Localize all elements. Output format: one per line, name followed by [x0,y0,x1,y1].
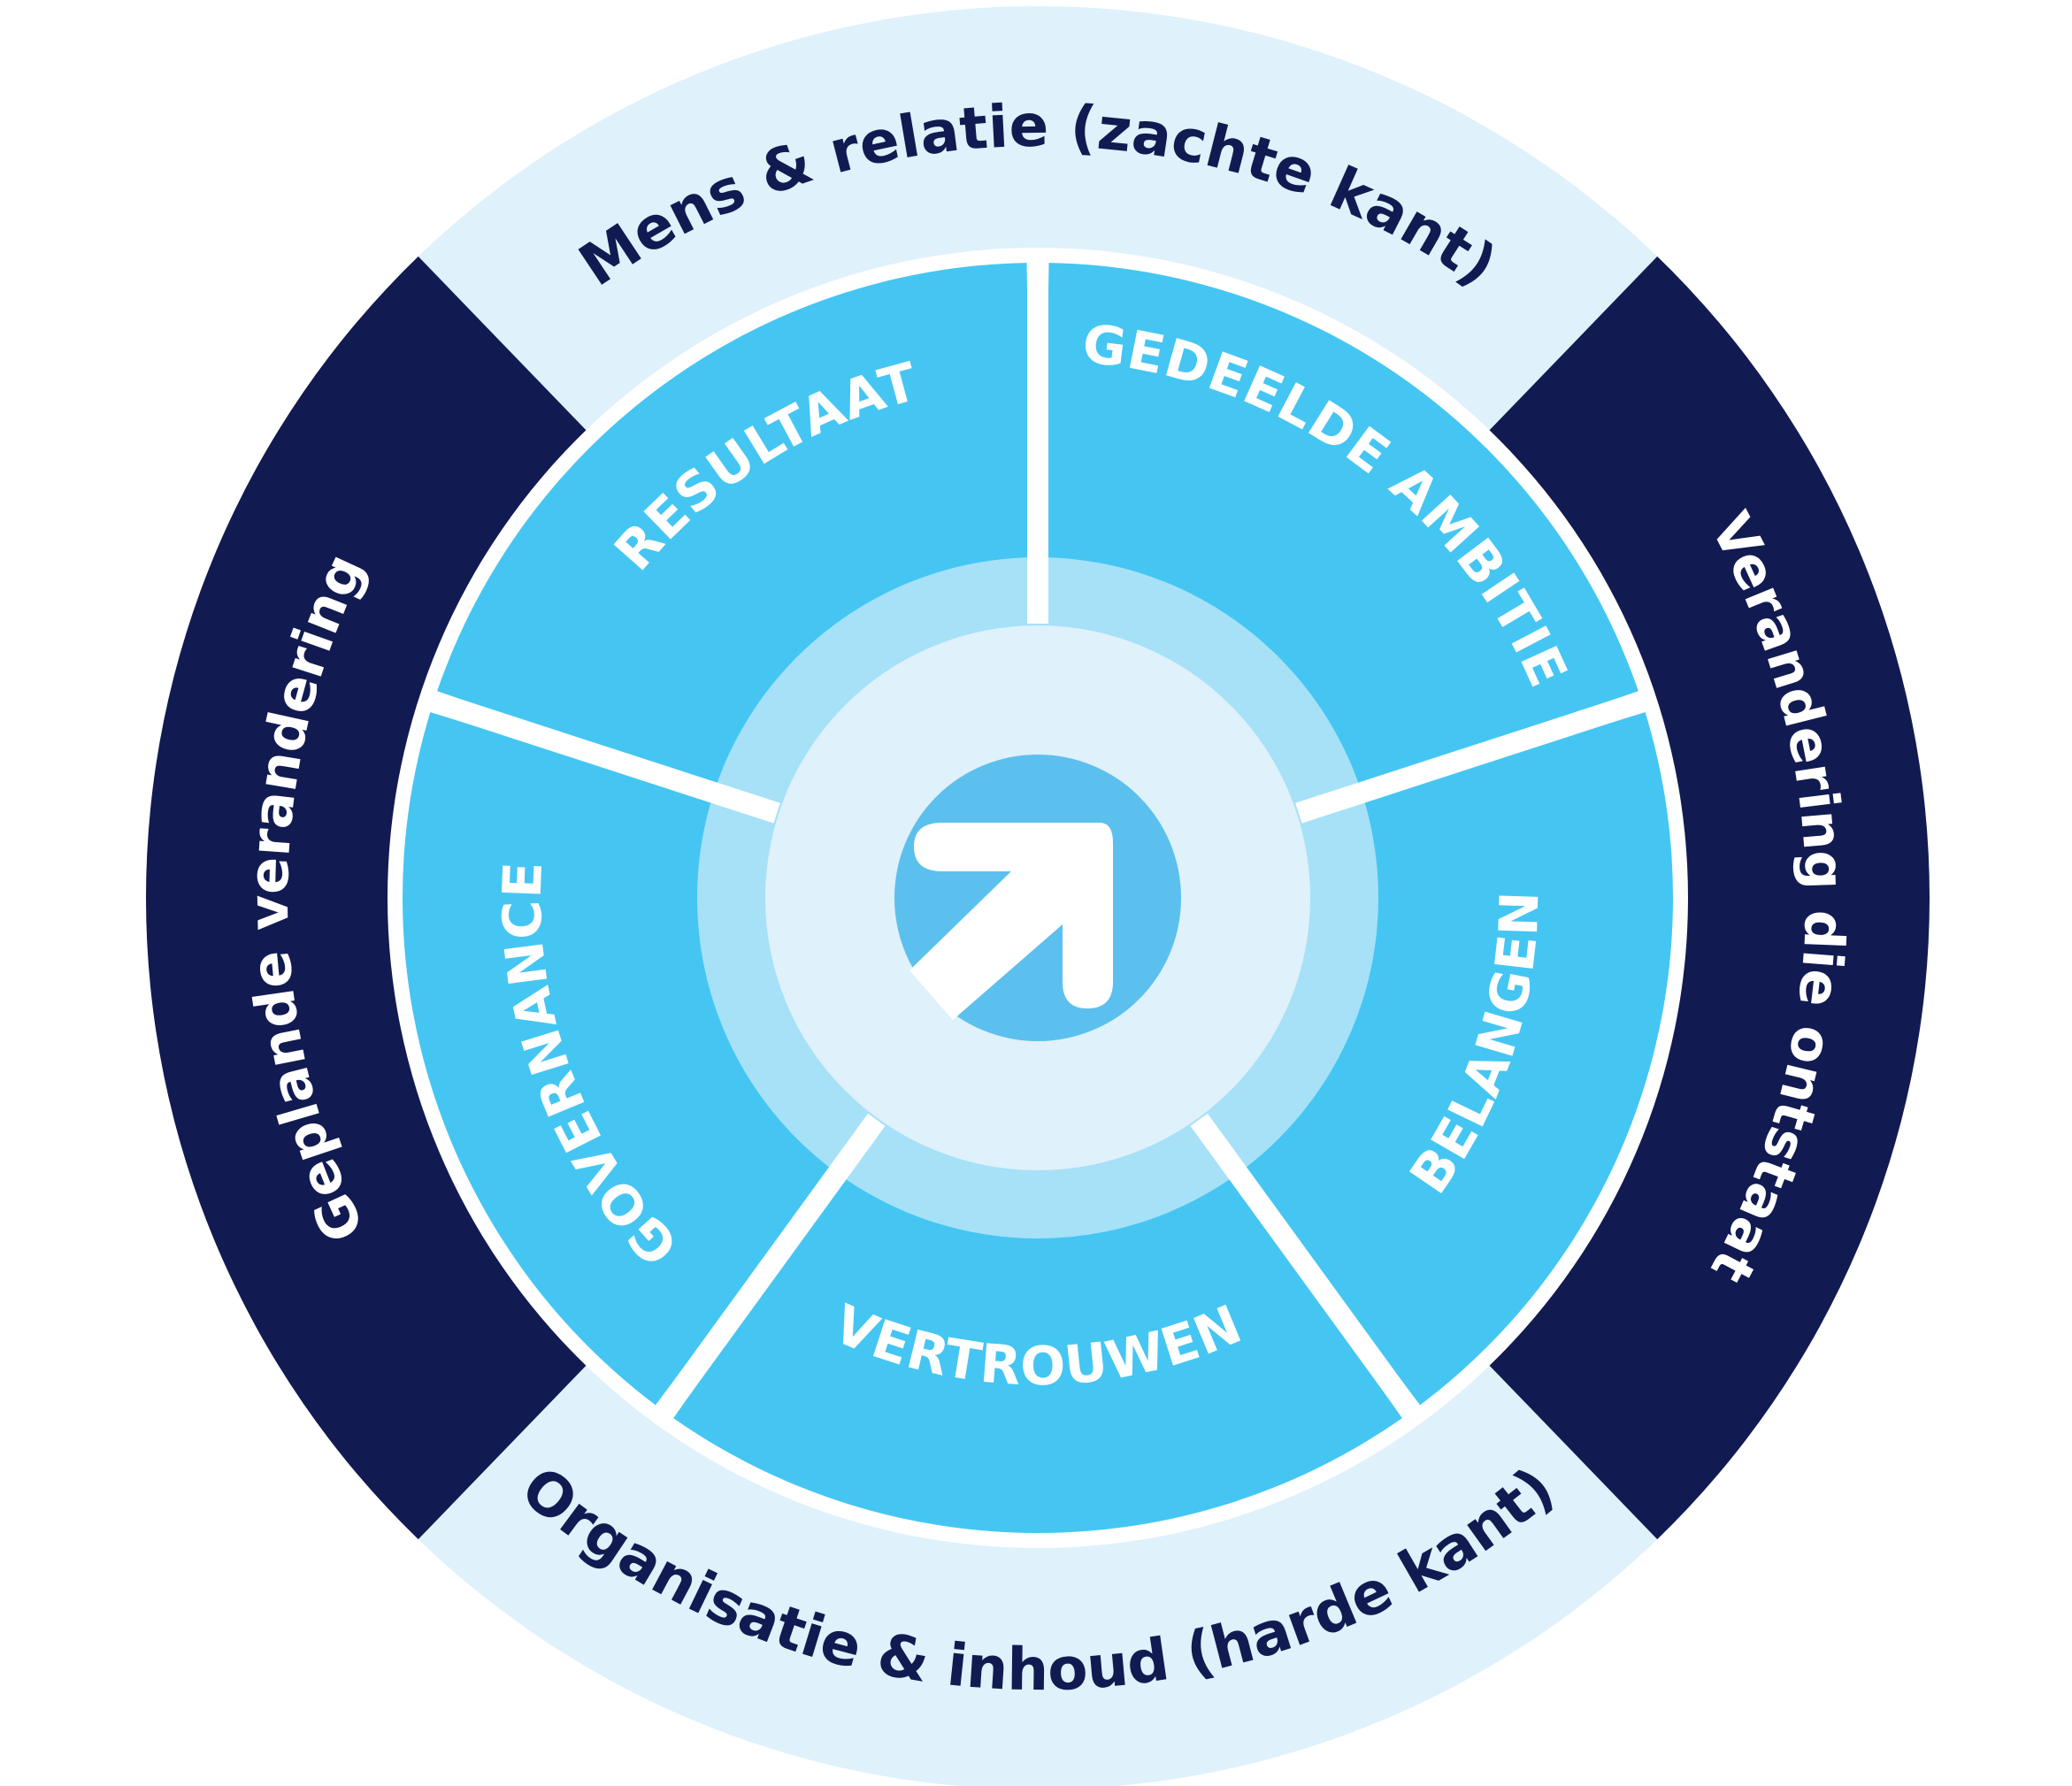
segment-vertrouwen [673,1173,1402,1534]
separator-line [652,1113,886,1423]
segment-governance [402,712,836,1406]
band-emergent-change [1489,256,1930,1540]
segment-gedeelde-ambitie [1043,263,1638,789]
band-soft-side [395,6,1680,447]
band-hard-side [395,1349,1680,1786]
separator-line [1295,689,1652,824]
arrow-up-right-icon [894,755,1181,1041]
segment-separators [424,257,1652,1423]
segment-ring [402,263,1674,1534]
segment-belangen [1239,712,1674,1406]
arrow-shape [909,823,1113,1020]
segment-resultaat [437,263,1032,789]
separator-line [1190,1113,1424,1423]
separator-line [424,689,780,824]
band-planned-change [146,256,587,1540]
